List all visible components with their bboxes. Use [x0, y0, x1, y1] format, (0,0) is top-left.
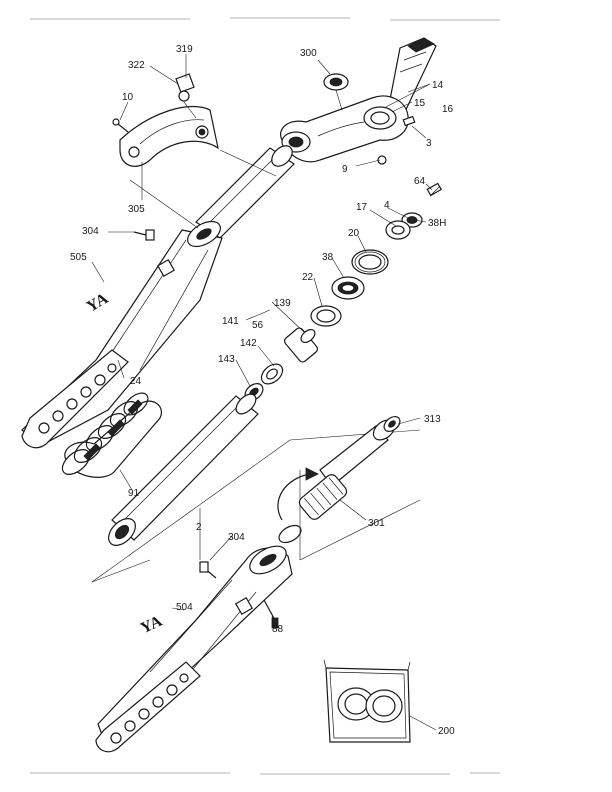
axle-holes-upper	[38, 363, 117, 434]
decal-upper: YA	[84, 290, 112, 316]
label-142: 142	[240, 338, 257, 349]
label-4: 4	[384, 200, 390, 211]
label-319: 319	[176, 44, 193, 55]
label-301: 301	[368, 518, 385, 529]
label-3: 3	[426, 138, 432, 149]
label-300: 300	[300, 48, 317, 59]
label-141: 141	[222, 316, 239, 327]
label-304-upper: 304	[82, 226, 99, 237]
label-15: 15	[414, 98, 426, 109]
damper-rod-assembly	[277, 416, 401, 544]
label-24: 24	[130, 376, 142, 387]
right-fork-leg	[95, 545, 293, 753]
label-56: 56	[252, 320, 264, 331]
part-labels: 319 322 10 305 304 505 24 91 300 14 15 1…	[70, 44, 455, 737]
label-14: 14	[432, 80, 444, 91]
label-16: 16	[442, 104, 454, 115]
label-200: 200	[438, 726, 455, 737]
label-139: 139	[274, 298, 291, 309]
left-fork-leg	[21, 73, 295, 449]
damper-parts	[244, 327, 319, 401]
decal-lower: YA	[138, 613, 165, 638]
decal-packet	[323, 659, 411, 743]
label-9: 9	[342, 164, 348, 175]
label-313: 313	[424, 414, 441, 425]
label-22: 22	[302, 272, 314, 283]
label-304-lower: 304	[228, 532, 245, 543]
label-143: 143	[218, 354, 235, 365]
label-20: 20	[348, 228, 360, 239]
label-305: 305	[128, 204, 145, 215]
assembly-guide-lines	[91, 149, 421, 583]
label-38: 38	[322, 252, 334, 263]
label-505: 505	[70, 252, 87, 263]
label-38h: 38H	[428, 218, 446, 229]
label-88: 88	[272, 624, 284, 635]
inner-tube	[108, 393, 259, 546]
axle-holes-lower	[110, 673, 189, 744]
top-yoke-assembly	[280, 37, 443, 197]
headset-stack	[310, 212, 423, 327]
fork-spring	[61, 392, 162, 478]
label-10: 10	[122, 92, 134, 103]
label-17: 17	[356, 202, 368, 213]
scan-noise	[30, 17, 500, 775]
label-91: 91	[128, 488, 140, 499]
label-504: 504	[176, 602, 193, 613]
label-2: 2	[196, 522, 202, 533]
label-64: 64	[414, 176, 426, 187]
leader-lines	[91, 54, 437, 731]
label-322: 322	[128, 60, 145, 71]
